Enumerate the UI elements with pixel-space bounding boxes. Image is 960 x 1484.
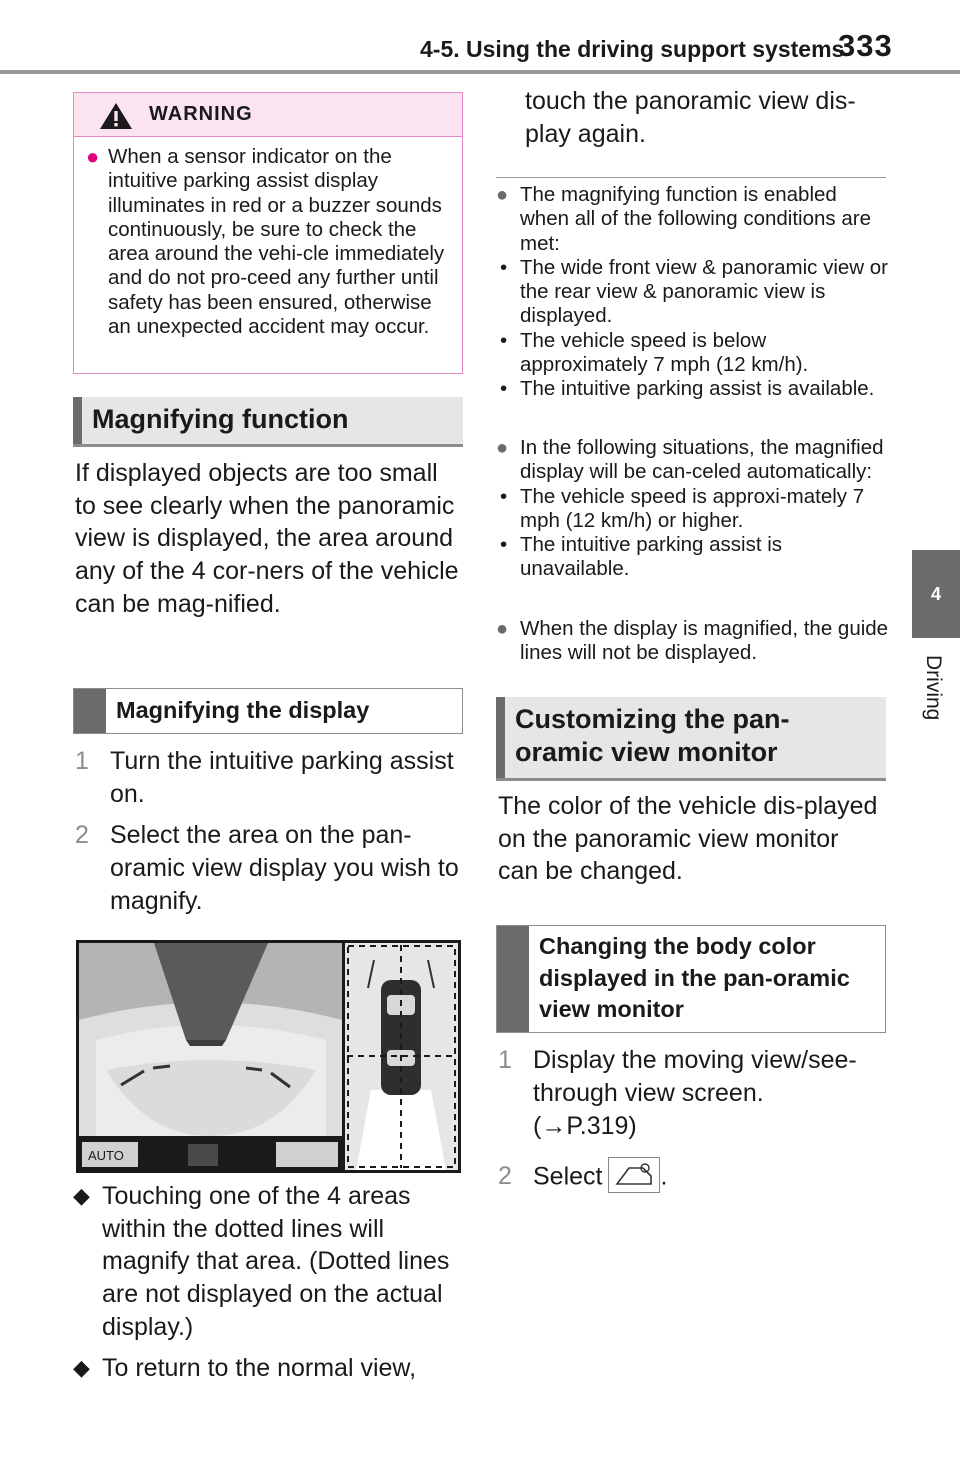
bullet-item: ◆ To return to the normal view, touch th… xyxy=(73,1352,463,1385)
step-number: 2 xyxy=(498,1162,512,1190)
bullet-circle-icon: ● xyxy=(496,184,509,206)
note-item: The vehicle speed is approxi-mately 7 mp… xyxy=(520,484,865,532)
note-item: The intuitive parking assist is availabl… xyxy=(520,377,875,401)
diamond-bullet-icon: ◆ xyxy=(73,1183,90,1208)
magnifying-heading-text: Magnifying function xyxy=(92,404,349,434)
section-title: 4-5. Using the driving support systems xyxy=(420,36,845,62)
magnifying-display-subheading: Magnifying the display xyxy=(73,688,463,734)
customizing-intro: The color of the vehicle dis-played on t… xyxy=(498,792,878,886)
bullet-continuation: touch the panoramic view dis-play again. xyxy=(525,87,856,148)
divider xyxy=(496,177,886,178)
warning-icon xyxy=(100,103,132,129)
magnifying-heading: Magnifying function xyxy=(73,397,463,447)
step-text: Select the area on the pan-oramic view d… xyxy=(110,821,459,915)
page-number: 333 xyxy=(838,28,893,63)
note-text: When the display is magnified, the guide… xyxy=(520,617,889,665)
customizing-heading: Customizing the pan-oramic view monitor xyxy=(496,697,886,781)
chapter-label: Driving xyxy=(922,655,945,721)
bullet-circle-icon: ● xyxy=(86,144,100,169)
bullet-text: Touching one of the 4 areas within the d… xyxy=(102,1182,450,1341)
auto-label: AUTO xyxy=(88,1148,124,1163)
step-text: Select xyxy=(533,1162,603,1191)
body-color-subheading-text: Changing the body color displayed in the… xyxy=(539,933,850,1022)
step-number: 1 xyxy=(75,747,89,775)
diamond-bullet-icon: ◆ xyxy=(73,1355,90,1380)
note-item: The vehicle speed is below approximately… xyxy=(520,328,809,377)
magnifying-display-subheading-text: Magnifying the display xyxy=(116,697,370,723)
customizing-heading-text: Customizing the pan-oramic view monitor xyxy=(515,704,790,767)
header-rule xyxy=(0,70,960,74)
magnifying-intro: If displayed objects are too small to se… xyxy=(75,459,459,618)
step-text: Turn the intuitive parking assist on. xyxy=(110,747,454,808)
step-text: Display the moving view/see-through view… xyxy=(533,1046,857,1107)
note-item: The intuitive parking assist is unavaila… xyxy=(520,533,783,581)
note-text: In the following situations, the magnifi… xyxy=(520,436,884,484)
panoramic-view-illustration: AUTO xyxy=(76,940,461,1173)
page-reference-link[interactable]: (→P.319) xyxy=(533,1112,637,1140)
bullet-text: To return to the normal view, touch the … xyxy=(102,1354,417,1382)
note-text: The magnifying function is enabled when … xyxy=(520,183,871,255)
warning-box: WARNING ● When a sensor indicator on the… xyxy=(73,92,463,374)
bullet-circle-icon: ● xyxy=(496,618,509,640)
warning-header: WARNING xyxy=(74,93,462,137)
chapter-tab: 4 xyxy=(912,550,960,638)
step-number: 2 xyxy=(75,821,89,849)
car-settings-icon xyxy=(608,1157,661,1193)
bullet-circle-icon: ● xyxy=(496,437,509,459)
step-number: 1 xyxy=(498,1046,512,1074)
warning-text-block: ● When a sensor indicator on the intuiti… xyxy=(86,144,458,339)
note-item: The wide front view & panoramic view or … xyxy=(520,255,889,328)
warning-title: WARNING xyxy=(149,103,253,125)
body-color-subheading: Changing the body color displayed in the… xyxy=(496,925,886,1033)
warning-text: When a sensor indicator on the intuitive… xyxy=(108,145,445,339)
